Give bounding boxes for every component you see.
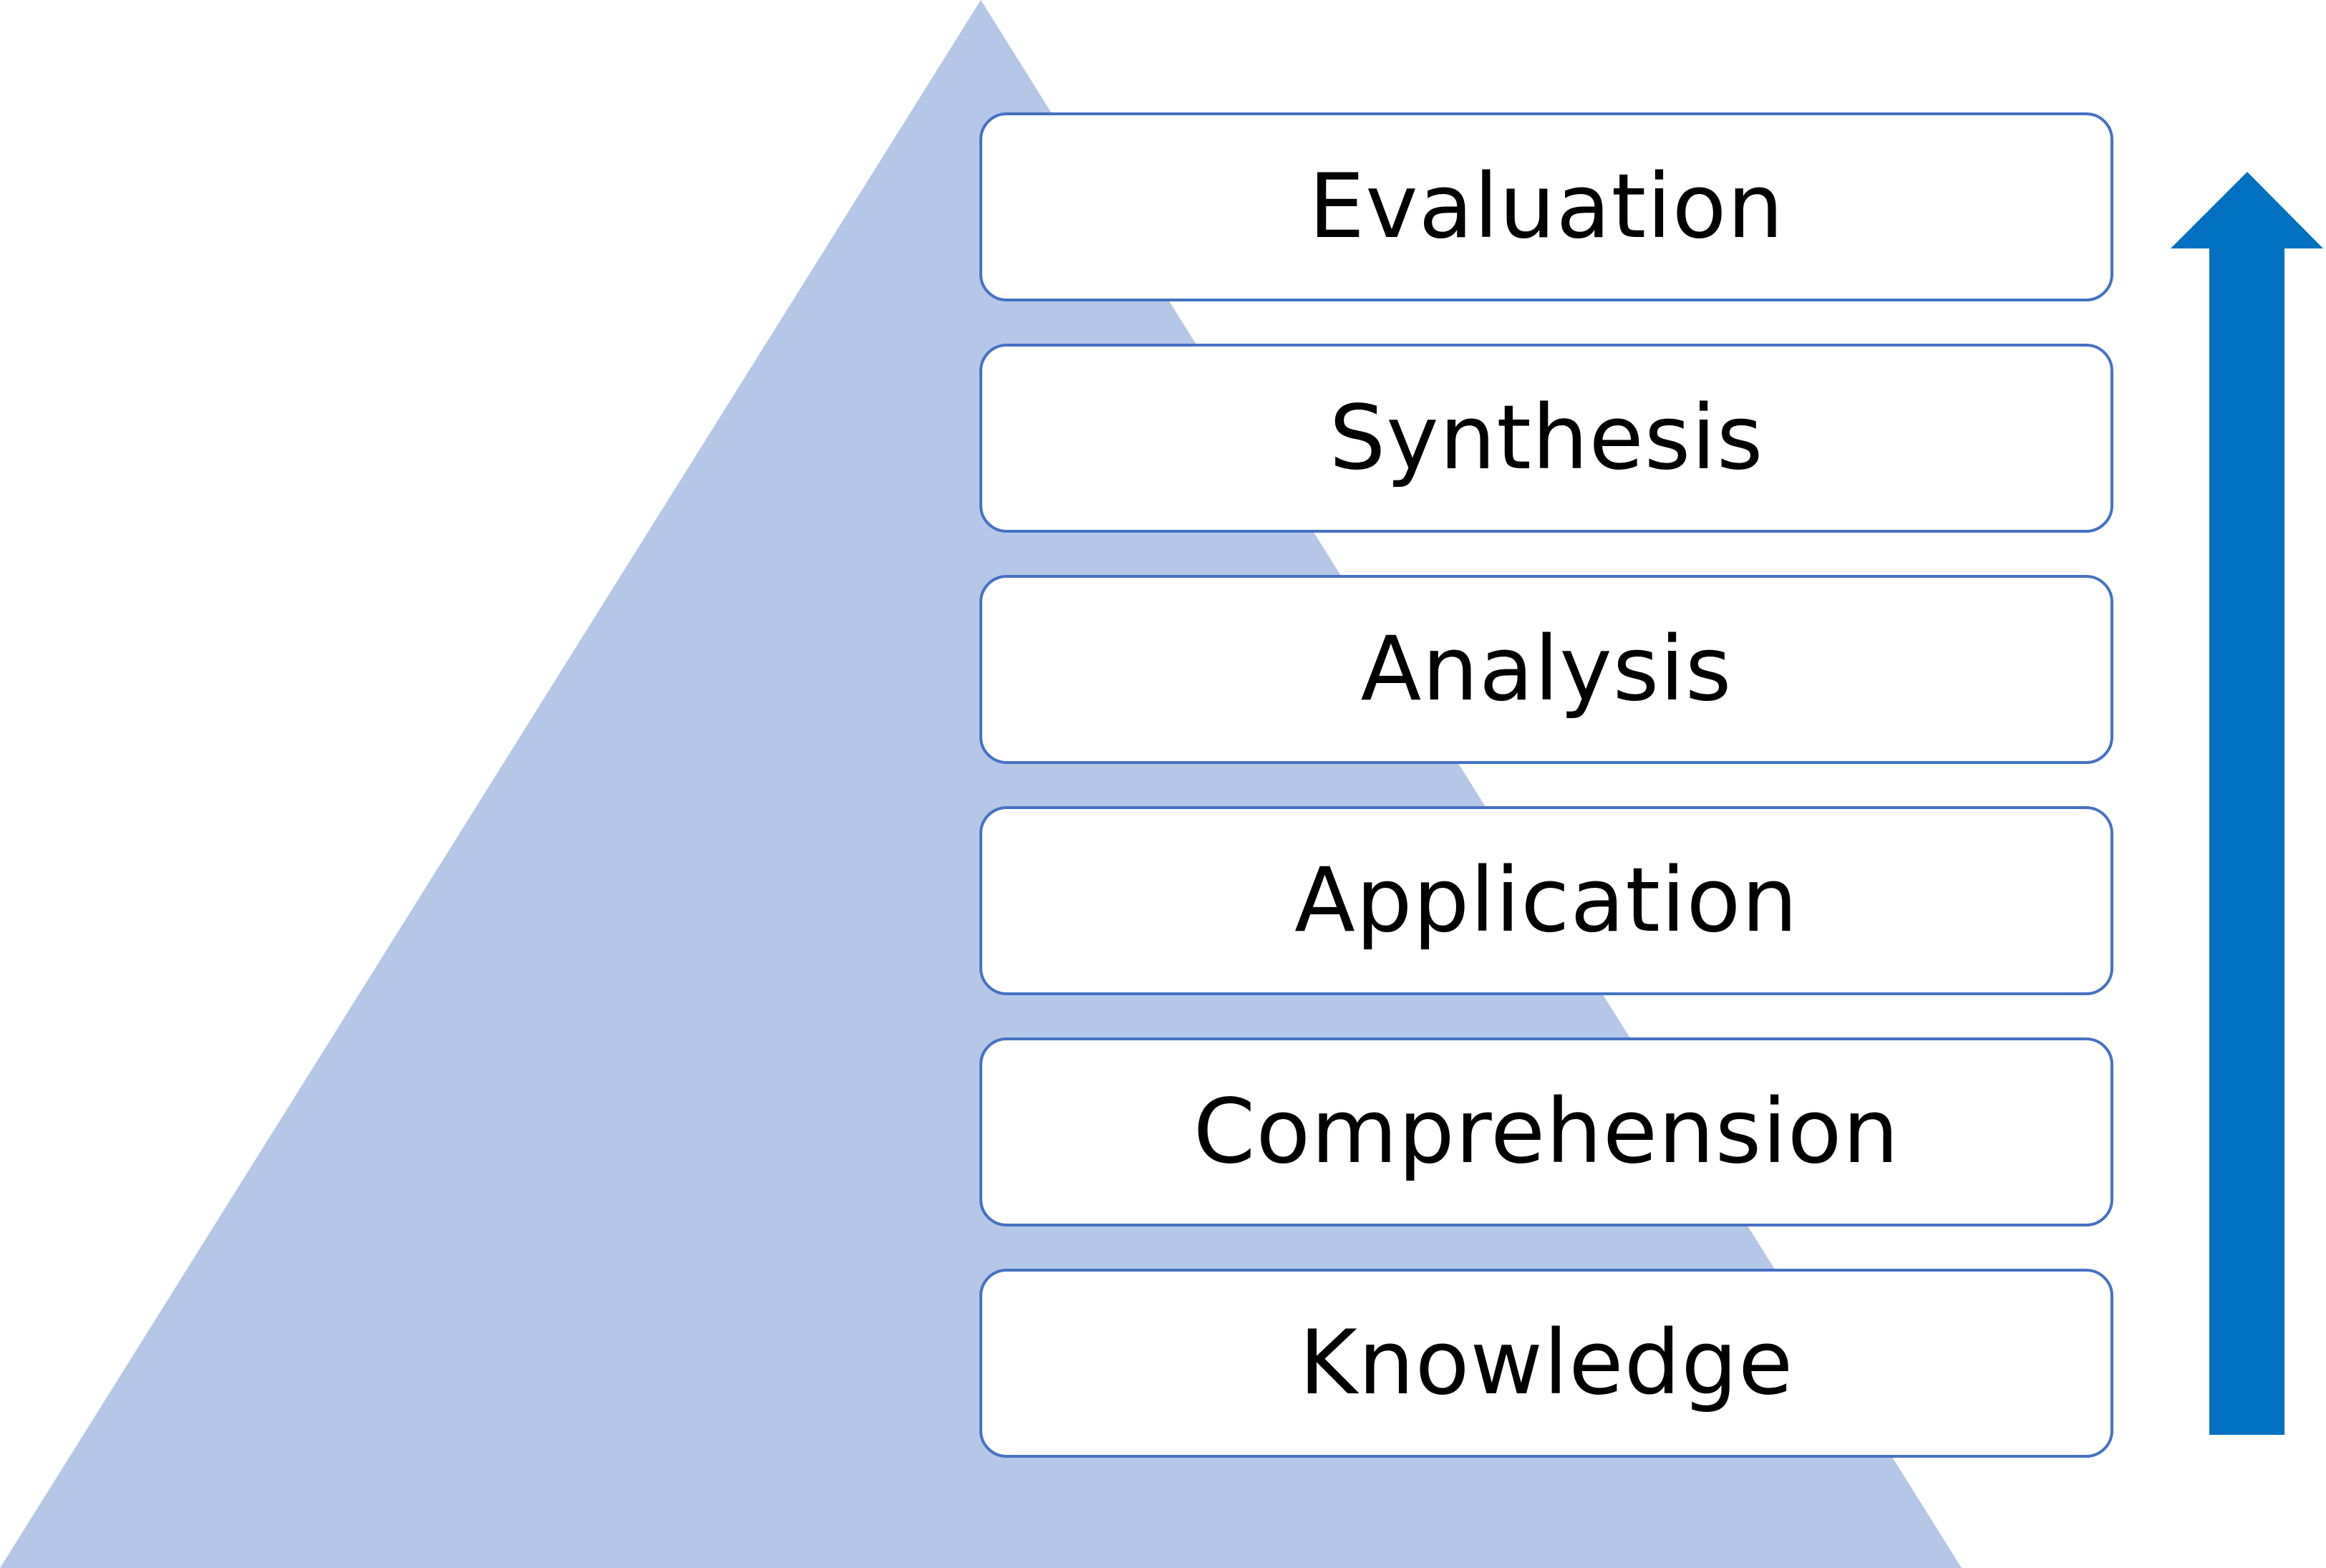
up-arrow-shape (2171, 172, 2323, 1435)
level-box-knowledge: Knowledge (979, 1269, 2113, 1458)
level-box-evaluation: Evaluation (979, 112, 2113, 301)
level-label-application: Application (1294, 849, 1798, 952)
level-label-comprehension: Comprehension (1193, 1080, 1900, 1184)
level-label-evaluation: Evaluation (1308, 155, 1785, 258)
level-label-analysis: Analysis (1360, 618, 1733, 721)
level-box-analysis: Analysis (979, 575, 2113, 764)
level-label-synthesis: Synthesis (1329, 387, 1764, 490)
level-box-synthesis: Synthesis (979, 344, 2113, 533)
level-box-comprehension: Comprehension (979, 1037, 2113, 1226)
level-label-knowledge: Knowledge (1299, 1312, 1794, 1415)
level-box-application: Application (979, 806, 2113, 995)
